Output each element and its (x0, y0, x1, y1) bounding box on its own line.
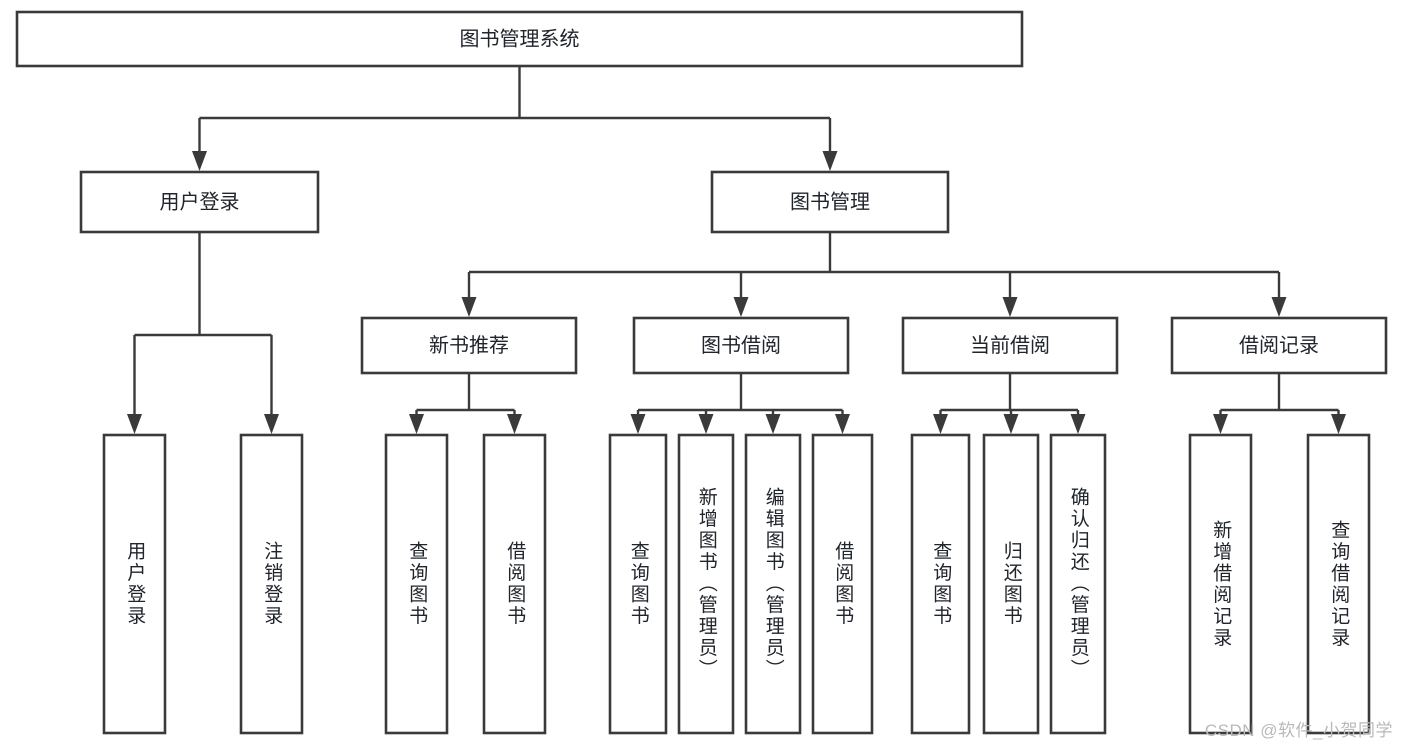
node-label-wrap-query-book-3: 查询图书 (912, 435, 969, 733)
node-root[interactable] (15, 10, 1024, 68)
node-label-query-book-3: 查询图书 (930, 541, 952, 627)
edge-arrow-head (835, 414, 850, 434)
node-label-query-borrow-record: 查询借阅记录 (1328, 519, 1350, 649)
node-borrow-book-2[interactable] (811, 433, 874, 735)
node-label-wrap-user-login-leaf: 用户登录 (104, 435, 165, 733)
edge-arrow-head (264, 414, 279, 434)
node-label-wrap-confirm-return-admin: 确认归还（管理员） (1051, 435, 1105, 733)
node-book-manage[interactable] (710, 170, 950, 234)
node-label-wrap-query-borrow-record: 查询借阅记录 (1308, 435, 1369, 733)
node-query-book-2[interactable] (608, 433, 668, 735)
node-edit-book-admin[interactable] (744, 433, 802, 735)
node-box-root (15, 10, 1024, 68)
node-box-query-book-2 (608, 433, 668, 735)
edge-arrow-head (630, 414, 646, 434)
node-label-wrap-user-logout-leaf: 注销登录 (241, 435, 302, 733)
node-label-wrap-query-book-1: 查询图书 (386, 435, 447, 733)
node-user-login[interactable] (79, 170, 320, 234)
node-box-new-book-recommend (360, 316, 578, 375)
node-query-borrow-record[interactable] (1306, 433, 1371, 735)
node-label-wrap-add-borrow-record: 新增借阅记录 (1190, 435, 1251, 733)
edge-arrow-head (933, 414, 948, 434)
edge-arrow-head (507, 414, 522, 434)
node-label-query-book-1: 查询图书 (406, 541, 428, 627)
node-label-borrow-book-2: 借阅图书 (832, 541, 854, 627)
node-box-query-borrow-record (1306, 433, 1371, 735)
node-label-user-login: 用户登录 (160, 190, 240, 213)
edge-arrow-head (765, 414, 781, 434)
edges-layer (127, 66, 1346, 434)
node-label-current-borrow: 当前借阅 (970, 334, 1050, 357)
node-label-add-borrow-record: 新增借阅记录 (1210, 519, 1232, 649)
node-label-book-manage: 图书管理 (790, 190, 870, 213)
node-label-user-logout-leaf: 注销登录 (261, 541, 283, 627)
node-label-user-login-leaf: 用户登录 (124, 541, 146, 627)
edge-arrow-head (1003, 414, 1019, 434)
node-label-borrow-book-1: 借阅图书 (504, 541, 526, 627)
node-confirm-return-admin[interactable] (1049, 433, 1107, 735)
edge-arrow-head (409, 414, 424, 434)
edge-arrow-head (698, 414, 714, 434)
edge-arrow-head (1070, 414, 1086, 434)
node-box-book-borrow (632, 316, 850, 375)
node-book-borrow[interactable] (632, 316, 850, 375)
node-label-query-book-2: 查询图书 (627, 541, 649, 627)
node-label-add-book-admin: 新增图书（管理员） (695, 487, 717, 681)
node-box-book-manage (710, 170, 950, 234)
edge-arrow-head (461, 297, 477, 317)
node-box-borrow-book-1 (482, 433, 547, 735)
node-label-confirm-return-admin: 确认归还（管理员） (1067, 487, 1089, 681)
node-box-current-borrow (901, 316, 1119, 375)
csdn-watermark: CSDN @软件_小贺同学 (1204, 721, 1393, 740)
node-query-book-3[interactable] (910, 433, 971, 735)
node-user-login-leaf[interactable] (102, 433, 167, 735)
node-current-borrow[interactable] (901, 316, 1119, 375)
node-box-query-book-3 (910, 433, 971, 735)
node-label-wrap-add-book-admin: 新增图书（管理员） (679, 435, 733, 733)
node-label-wrap-edit-book-admin: 编辑图书（管理员） (746, 435, 800, 733)
node-label-return-book: 归还图书 (1000, 541, 1022, 627)
node-add-borrow-record[interactable] (1188, 433, 1253, 735)
node-label-book-borrow: 图书借阅 (701, 334, 781, 357)
node-label-wrap-borrow-book-2: 借阅图书 (813, 435, 872, 733)
edge-arrow-head (822, 151, 838, 171)
node-label-edit-book-admin: 编辑图书（管理员） (762, 487, 784, 681)
node-label-borrow-record: 借阅记录 (1239, 334, 1319, 357)
edge-arrow-head (1331, 414, 1346, 434)
edge-arrow-head (1271, 297, 1287, 317)
edge-arrow-head (192, 151, 207, 171)
node-box-confirm-return-admin (1049, 433, 1107, 735)
node-box-borrow-book-2 (811, 433, 874, 735)
node-box-user-login-leaf (102, 433, 167, 735)
node-borrow-record[interactable] (1170, 316, 1388, 375)
node-label-wrap-query-book-2: 查询图书 (610, 435, 666, 733)
edge-arrow-head (733, 297, 749, 317)
node-label-wrap-borrow-book-1: 借阅图书 (484, 435, 545, 733)
node-add-book-admin[interactable] (677, 433, 735, 735)
node-box-borrow-record (1170, 316, 1388, 375)
node-box-user-login (79, 170, 320, 234)
edge-arrow-head (127, 414, 142, 434)
node-label-wrap-return-book: 归还图书 (984, 435, 1038, 733)
node-user-logout-leaf[interactable] (239, 433, 304, 735)
node-label-new-book-recommend: 新书推荐 (429, 334, 509, 357)
node-query-book-1[interactable] (384, 433, 449, 735)
edge-arrow-head (1213, 414, 1228, 434)
node-box-add-borrow-record (1188, 433, 1253, 735)
node-box-edit-book-admin (744, 433, 802, 735)
node-box-return-book (982, 433, 1040, 735)
node-box-add-book-admin (677, 433, 735, 735)
edge-arrow-head (1002, 297, 1018, 317)
node-return-book[interactable] (982, 433, 1040, 735)
node-borrow-book-1[interactable] (482, 433, 547, 735)
node-label-root: 图书管理系统 (460, 27, 580, 50)
node-new-book-recommend[interactable] (360, 316, 578, 375)
node-box-query-book-1 (384, 433, 449, 735)
node-box-user-logout-leaf (239, 433, 304, 735)
